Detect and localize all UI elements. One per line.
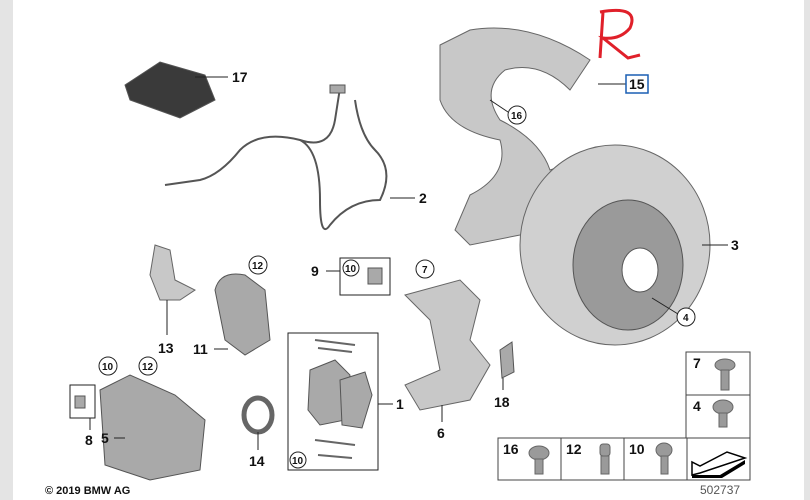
pad-clips bbox=[314, 339, 356, 459]
callout-15[interactable]: 15 bbox=[629, 76, 645, 92]
callout-10-circled-pads[interactable]: 10 bbox=[292, 456, 304, 467]
view-arrow-shadow bbox=[692, 460, 745, 478]
callout-13[interactable]: 13 bbox=[158, 340, 174, 356]
callout-10-circled-caliper[interactable]: 10 bbox=[102, 362, 114, 373]
sensor-plug bbox=[329, 84, 346, 94]
leader-4 bbox=[651, 297, 679, 315]
highlight-box-15 bbox=[625, 74, 649, 94]
circle-10-pads bbox=[289, 451, 307, 469]
bleeder-cap bbox=[74, 395, 86, 409]
part-6-carrier bbox=[404, 279, 491, 411]
hardware-table bbox=[497, 351, 751, 481]
circle-12-caliper bbox=[138, 356, 158, 376]
callout-1[interactable]: 1 bbox=[396, 396, 404, 412]
callout-16-circled[interactable]: 16 bbox=[511, 111, 523, 122]
hardware-16[interactable]: 16 bbox=[503, 441, 519, 457]
handwritten-r-mark bbox=[597, 8, 641, 60]
callout-2[interactable]: 2 bbox=[419, 190, 427, 206]
callout-12-circled-caliper[interactable]: 12 bbox=[142, 362, 154, 373]
part-18-clip bbox=[499, 341, 515, 379]
part-11-motor bbox=[214, 273, 271, 356]
guide-pin-boot bbox=[367, 267, 383, 285]
circle-10-group9 bbox=[342, 259, 360, 277]
callout-7-circled[interactable]: 7 bbox=[422, 265, 428, 276]
circle-16 bbox=[507, 105, 527, 125]
bolt-icons bbox=[528, 358, 736, 475]
callout-12-circled-top[interactable]: 12 bbox=[252, 261, 264, 272]
copyright-text: © 2019 BMW AG bbox=[45, 485, 130, 497]
callout-6[interactable]: 6 bbox=[437, 425, 445, 441]
hardware-10[interactable]: 10 bbox=[629, 441, 645, 457]
callout-5[interactable]: 5 bbox=[101, 430, 109, 446]
callout-18[interactable]: 18 bbox=[494, 394, 510, 410]
part-14-ring bbox=[241, 395, 275, 435]
group-box-9 bbox=[339, 257, 391, 296]
brake-pad-b bbox=[339, 371, 373, 429]
circle-7 bbox=[415, 259, 435, 279]
circle-12-top bbox=[248, 255, 268, 275]
leader-16 bbox=[489, 99, 509, 113]
part-17-shape bbox=[124, 61, 216, 119]
callout-11[interactable]: 11 bbox=[193, 341, 208, 357]
disc-center-hole bbox=[621, 247, 659, 293]
diagram-number: 502737 bbox=[700, 483, 740, 497]
callout-8[interactable]: 8 bbox=[85, 432, 93, 448]
left-border bbox=[0, 0, 13, 500]
callout-3[interactable]: 3 bbox=[731, 237, 739, 253]
circle-4 bbox=[676, 307, 696, 327]
hardware-7[interactable]: 7 bbox=[693, 355, 701, 371]
group-box-8 bbox=[69, 384, 96, 419]
part-5-caliper bbox=[99, 374, 206, 481]
hardware-12[interactable]: 12 bbox=[566, 441, 582, 457]
hardware-4[interactable]: 4 bbox=[693, 398, 701, 414]
callout-4-circled[interactable]: 4 bbox=[683, 313, 689, 324]
callout-17[interactable]: 17 bbox=[232, 69, 248, 85]
right-border bbox=[804, 0, 810, 500]
circle-10-caliper bbox=[98, 356, 118, 376]
callout-9[interactable]: 9 bbox=[311, 263, 319, 279]
callout-14[interactable]: 14 bbox=[249, 453, 265, 469]
callout-10-circled-group9[interactable]: 10 bbox=[345, 264, 357, 275]
part-2-wire bbox=[164, 87, 388, 231]
group-box-1 bbox=[287, 332, 379, 471]
part-13-bracket bbox=[149, 244, 196, 301]
view-arrow-icon bbox=[691, 451, 748, 476]
